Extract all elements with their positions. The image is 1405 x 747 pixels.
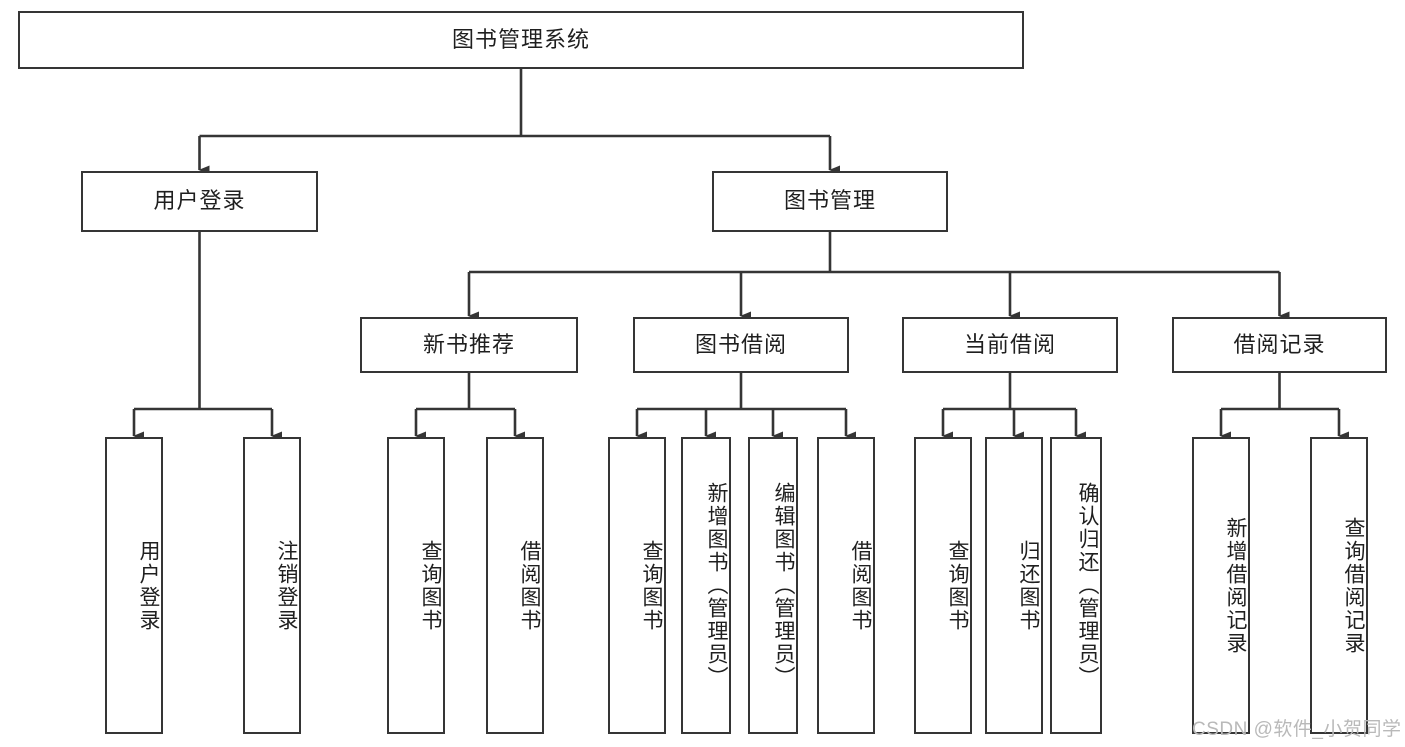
node-leaf-query-book-1[interactable]: 查询图书	[387, 437, 445, 734]
node-root[interactable]: 图书管理系统	[18, 11, 1024, 69]
node-label: 借阅记录	[1233, 331, 1326, 357]
node-label: 图书管理	[783, 188, 876, 214]
node-label: 注销登录	[275, 539, 298, 632]
node-label: 当前借阅	[963, 331, 1056, 357]
watermark: CSDN @软件_小贺同学	[1192, 719, 1402, 740]
node-label: 用户登录	[153, 188, 246, 214]
node-leaf-query-borrow-record[interactable]: 查询借阅记录	[1310, 437, 1368, 734]
node-label: 归还图书	[1017, 539, 1040, 632]
node-leaf-user-login[interactable]: 用户登录	[105, 437, 163, 734]
edges	[132, 69, 1349, 441]
node-user-login[interactable]: 用户登录	[81, 171, 318, 232]
node-leaf-query-book-2[interactable]: 查询图书	[608, 437, 666, 734]
node-label: 借阅图书	[849, 539, 872, 632]
node-current-borrow[interactable]: 当前借阅	[902, 317, 1118, 373]
node-label: 新增图书（管理员）	[705, 482, 728, 689]
node-label: 查询借阅记录	[1342, 516, 1365, 655]
node-leaf-add-borrow-record[interactable]: 新增借阅记录	[1192, 437, 1250, 734]
node-label: 新书推荐	[422, 331, 515, 357]
node-borrow-record[interactable]: 借阅记录	[1172, 317, 1387, 373]
node-label: 用户登录	[137, 539, 160, 632]
node-leaf-user-logout[interactable]: 注销登录	[243, 437, 301, 734]
node-label: 借阅图书	[518, 539, 541, 632]
node-book-borrow[interactable]: 图书借阅	[633, 317, 849, 373]
node-label: 新增借阅记录	[1224, 516, 1247, 655]
node-leaf-borrow-book-2[interactable]: 借阅图书	[817, 437, 875, 734]
node-label: 查询图书	[640, 539, 663, 632]
node-label: 编辑图书（管理员）	[772, 482, 795, 689]
node-leaf-confirm-return[interactable]: 确认归还（管理员）	[1050, 437, 1102, 734]
node-label: 查询图书	[946, 539, 969, 632]
node-book-manage[interactable]: 图书管理	[712, 171, 948, 232]
node-label: 图书管理系统	[451, 26, 590, 52]
node-leaf-borrow-book-1[interactable]: 借阅图书	[486, 437, 544, 734]
node-label: 图书借阅	[694, 331, 787, 357]
node-leaf-add-book[interactable]: 新增图书（管理员）	[681, 437, 731, 734]
node-leaf-return-book[interactable]: 归还图书	[985, 437, 1043, 734]
node-label: 确认归还（管理员）	[1076, 482, 1099, 689]
node-leaf-query-book-3[interactable]: 查询图书	[914, 437, 972, 734]
node-leaf-edit-book[interactable]: 编辑图书（管理员）	[748, 437, 798, 734]
node-new-book-recommend[interactable]: 新书推荐	[360, 317, 578, 373]
node-label: 查询图书	[419, 539, 442, 632]
